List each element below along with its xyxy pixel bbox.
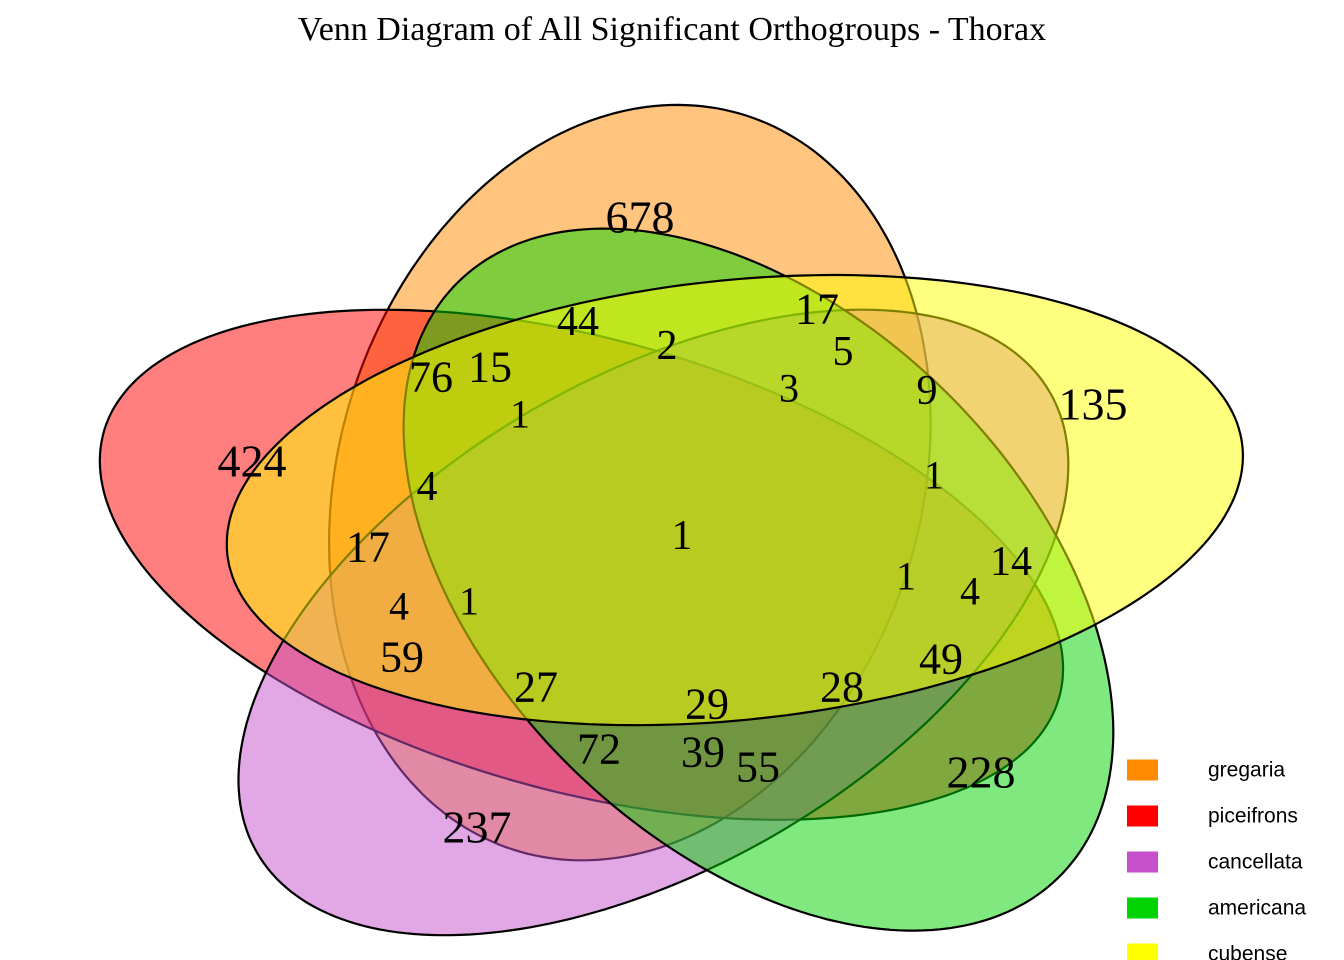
region-count-label: 28 bbox=[820, 663, 864, 712]
region-count-label: 72 bbox=[577, 725, 621, 774]
region-count-label: 27 bbox=[514, 663, 558, 712]
region-count-label: 15 bbox=[468, 343, 512, 392]
region-count-label: 55 bbox=[736, 743, 780, 792]
region-count-label: 29 bbox=[685, 680, 729, 729]
legend: gregaria piceifrons cancellata americana cub… bbox=[1127, 759, 1306, 960]
venn-ellipse-cubense bbox=[225, 273, 1245, 727]
legend-label-cubense: cubense bbox=[1208, 943, 1287, 960]
legend-label-cancellata: cancellata bbox=[1208, 851, 1303, 874]
region-count-label: 237 bbox=[443, 802, 512, 853]
legend-swatch-piceifrons bbox=[1127, 805, 1158, 827]
region-count-label: 1 bbox=[672, 513, 693, 559]
region-count-label: 5 bbox=[833, 329, 854, 375]
region-count-label: 4 bbox=[389, 584, 409, 629]
region-count-label: 135 bbox=[1059, 379, 1128, 430]
legend-swatch-cancellata bbox=[1127, 851, 1158, 873]
region-count-label: 17 bbox=[795, 285, 839, 334]
region-count-label: 678 bbox=[606, 192, 675, 243]
region-count-label: 1 bbox=[510, 392, 530, 437]
region-count-label: 76 bbox=[409, 353, 453, 402]
legend-label-gregaria: gregaria bbox=[1208, 759, 1285, 782]
region-count-label: 17 bbox=[346, 523, 390, 572]
region-count-label: 4 bbox=[417, 464, 438, 510]
legend-swatch-americana bbox=[1127, 897, 1158, 919]
region-count-label: 4 bbox=[960, 569, 980, 614]
chart-title: Venn Diagram of All Significant Orthogro… bbox=[298, 11, 1046, 48]
region-count-label: 1 bbox=[896, 554, 916, 599]
legend-label-piceifrons: piceifrons bbox=[1208, 805, 1298, 828]
legend-label-americana: americana bbox=[1208, 897, 1306, 920]
region-count-label: 14 bbox=[990, 539, 1032, 585]
region-count-label: 228 bbox=[947, 747, 1016, 798]
region-count-label: 9 bbox=[917, 368, 938, 414]
region-count-label: 3 bbox=[779, 366, 799, 411]
region-count-label: 39 bbox=[681, 728, 725, 777]
region-count-label: 44 bbox=[557, 299, 599, 345]
region-count-label: 1 bbox=[459, 579, 479, 624]
legend-swatch-gregaria bbox=[1127, 759, 1158, 781]
region-count-label: 59 bbox=[380, 633, 424, 682]
region-count-label: 2 bbox=[657, 323, 678, 369]
region-count-label: 1 bbox=[924, 453, 944, 498]
region-count-label: 424 bbox=[218, 436, 287, 487]
legend-swatch-cubense bbox=[1127, 943, 1158, 960]
region-count-label: 49 bbox=[919, 635, 963, 684]
venn-ellipses bbox=[98, 103, 1245, 937]
